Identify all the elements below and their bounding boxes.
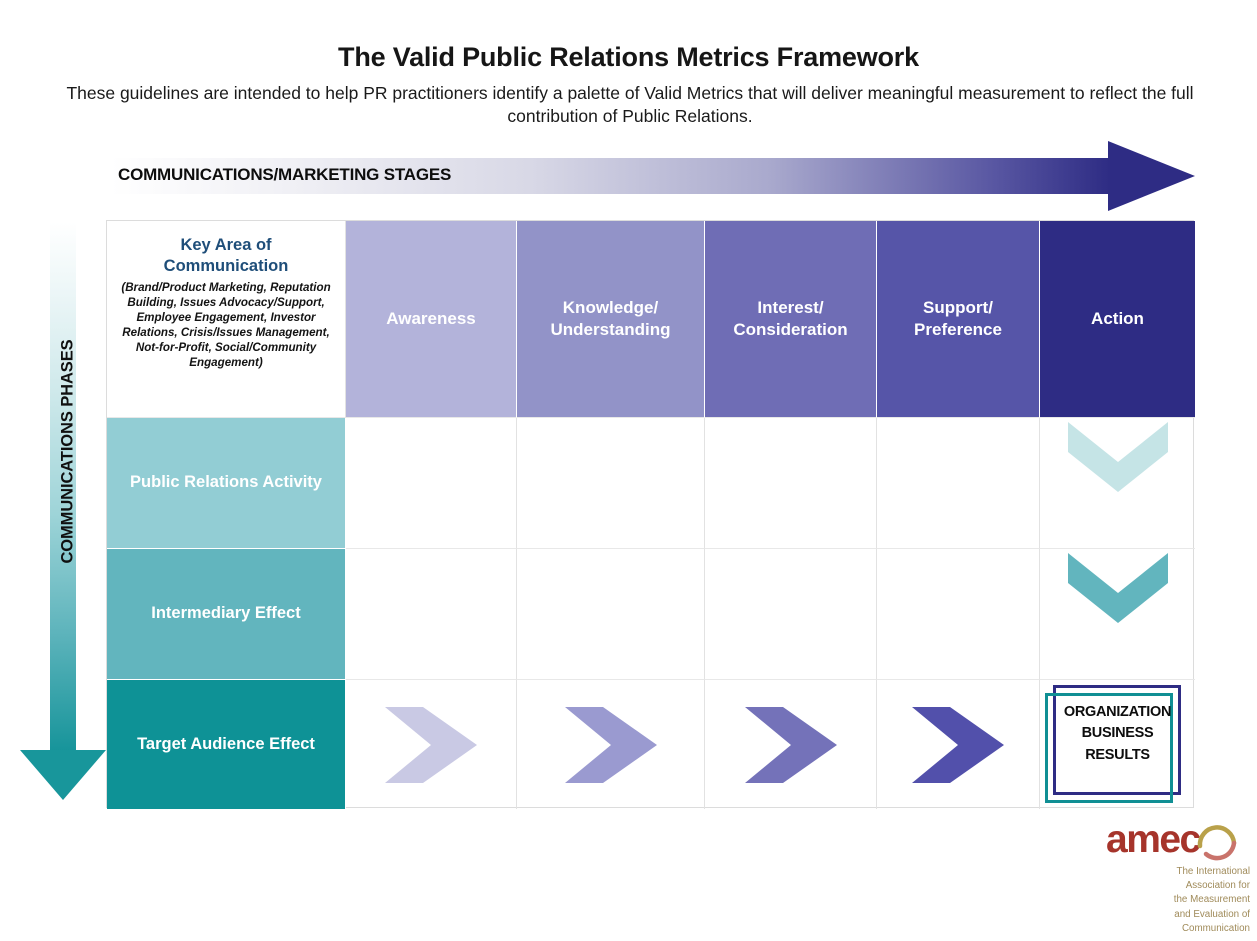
matrix-cell-target-knowledge [517, 680, 705, 809]
stage-header-interest: Interest/Consideration [705, 221, 877, 418]
matrix-cell-intermediary-support [877, 549, 1040, 680]
matrix-corner-cell: Key Area of Communication (Brand/Product… [107, 221, 346, 418]
outcome-box-outer-border [1053, 685, 1181, 795]
amec-tagline-line-2: Association for [1185, 880, 1250, 892]
matrix-cell-intermediary-action [1040, 549, 1195, 680]
matrix-cell-intermediary-awareness [346, 549, 517, 680]
stage-header-label: Awareness [386, 309, 476, 329]
row-label-text: Public Relations Activity [130, 473, 322, 492]
page-title: The Valid Public Relations Metrics Frame… [338, 42, 919, 72]
amec-wordmark: amec [1106, 818, 1201, 861]
outcome-line-2: BUSINESS [1081, 725, 1154, 742]
row-label-text: Intermediary Effect [151, 604, 301, 623]
outcome-box-text: ORGANIZATION BUSINESS RESULTS [1040, 702, 1195, 766]
matrix-cell-target-awareness [346, 680, 517, 809]
chevron-down-icon [1067, 422, 1168, 494]
horizontal-arrow-head-icon [1108, 141, 1195, 211]
vertical-axis-label: COMMUNICATIONS PHASES [58, 339, 77, 564]
row-label-target-audience-effect: Target Audience Effect [107, 680, 346, 809]
vertical-arrow-body [50, 222, 76, 752]
stage-header-label: Knowledge/Understanding [550, 298, 671, 339]
amec-tagline-line-4: and Evaluation of [1174, 908, 1250, 920]
chevron-right-icon [385, 706, 477, 783]
organization-business-results-box: ORGANIZATION BUSINESS RESULTS [1040, 680, 1195, 809]
row-label-text: Target Audience Effect [137, 734, 315, 753]
row-label-intermediary-effect: Intermediary Effect [107, 549, 346, 680]
amec-tagline-line-3: the Measurement [1173, 894, 1250, 906]
amec-logo: amec The International Association for t… [1098, 820, 1250, 938]
horizontal-stages-arrow: COMMUNICATIONS/MARKETING STAGES [110, 141, 1195, 211]
matrix-cell-pr-awareness [346, 418, 517, 549]
stage-header-awareness: Awareness [346, 221, 517, 418]
matrix-cell-target-action: ORGANIZATION BUSINESS RESULTS [1040, 680, 1195, 809]
stage-header-label: Interest/Consideration [733, 298, 848, 339]
key-area-title: Key Area of Communication [163, 236, 289, 276]
matrix-cell-target-interest [705, 680, 877, 809]
matrix-cell-pr-knowledge [517, 418, 705, 549]
amec-tagline-line-1: The International [1176, 866, 1250, 877]
vertical-arrow-head-icon [20, 750, 106, 800]
matrix-cell-intermediary-interest [705, 549, 877, 680]
amec-swoosh-icon [1194, 816, 1240, 862]
outcome-box-inner-border [1045, 693, 1173, 803]
stage-header-knowledge: Knowledge/Understanding [517, 221, 705, 418]
outcome-line-1: ORGANIZATION [1063, 704, 1172, 720]
matrix-cell-target-support [877, 680, 1040, 809]
matrix-cell-pr-interest [705, 418, 877, 549]
stage-header-action: Action [1040, 221, 1195, 418]
stage-header-support: Support/Preference [877, 221, 1040, 418]
framework-matrix: Key Area of Communication (Brand/Product… [106, 220, 1195, 809]
outcome-line-3: RESULTS [1085, 746, 1150, 763]
key-area-detail: (Brand/Product Marketing, Reputation Bui… [121, 281, 331, 369]
vertical-phases-arrow: COMMUNICATIONS PHASES [20, 222, 106, 802]
matrix-cell-pr-support [877, 418, 1040, 549]
stage-header-label: Action [1091, 309, 1144, 329]
amec-tagline: The International Association for the Me… [1098, 865, 1250, 936]
row-label-public-relations-activity: Public Relations Activity [107, 418, 346, 549]
matrix-cell-intermediary-knowledge [517, 549, 705, 680]
amec-tagline-line-5: Communication [1181, 922, 1250, 934]
chevron-right-icon [564, 706, 657, 783]
chevron-down-icon [1067, 553, 1168, 625]
horizontal-axis-label: COMMUNICATIONS/MARKETING STAGES [118, 165, 452, 184]
matrix-cell-pr-action [1040, 418, 1195, 549]
chevron-right-icon [912, 706, 1004, 783]
horizontal-arrow-body [110, 158, 1110, 194]
page-subtitle: These guidelines are intended to help PR… [66, 83, 1194, 127]
stage-header-label: Support/Preference [914, 298, 1002, 339]
chevron-right-icon [744, 706, 837, 783]
